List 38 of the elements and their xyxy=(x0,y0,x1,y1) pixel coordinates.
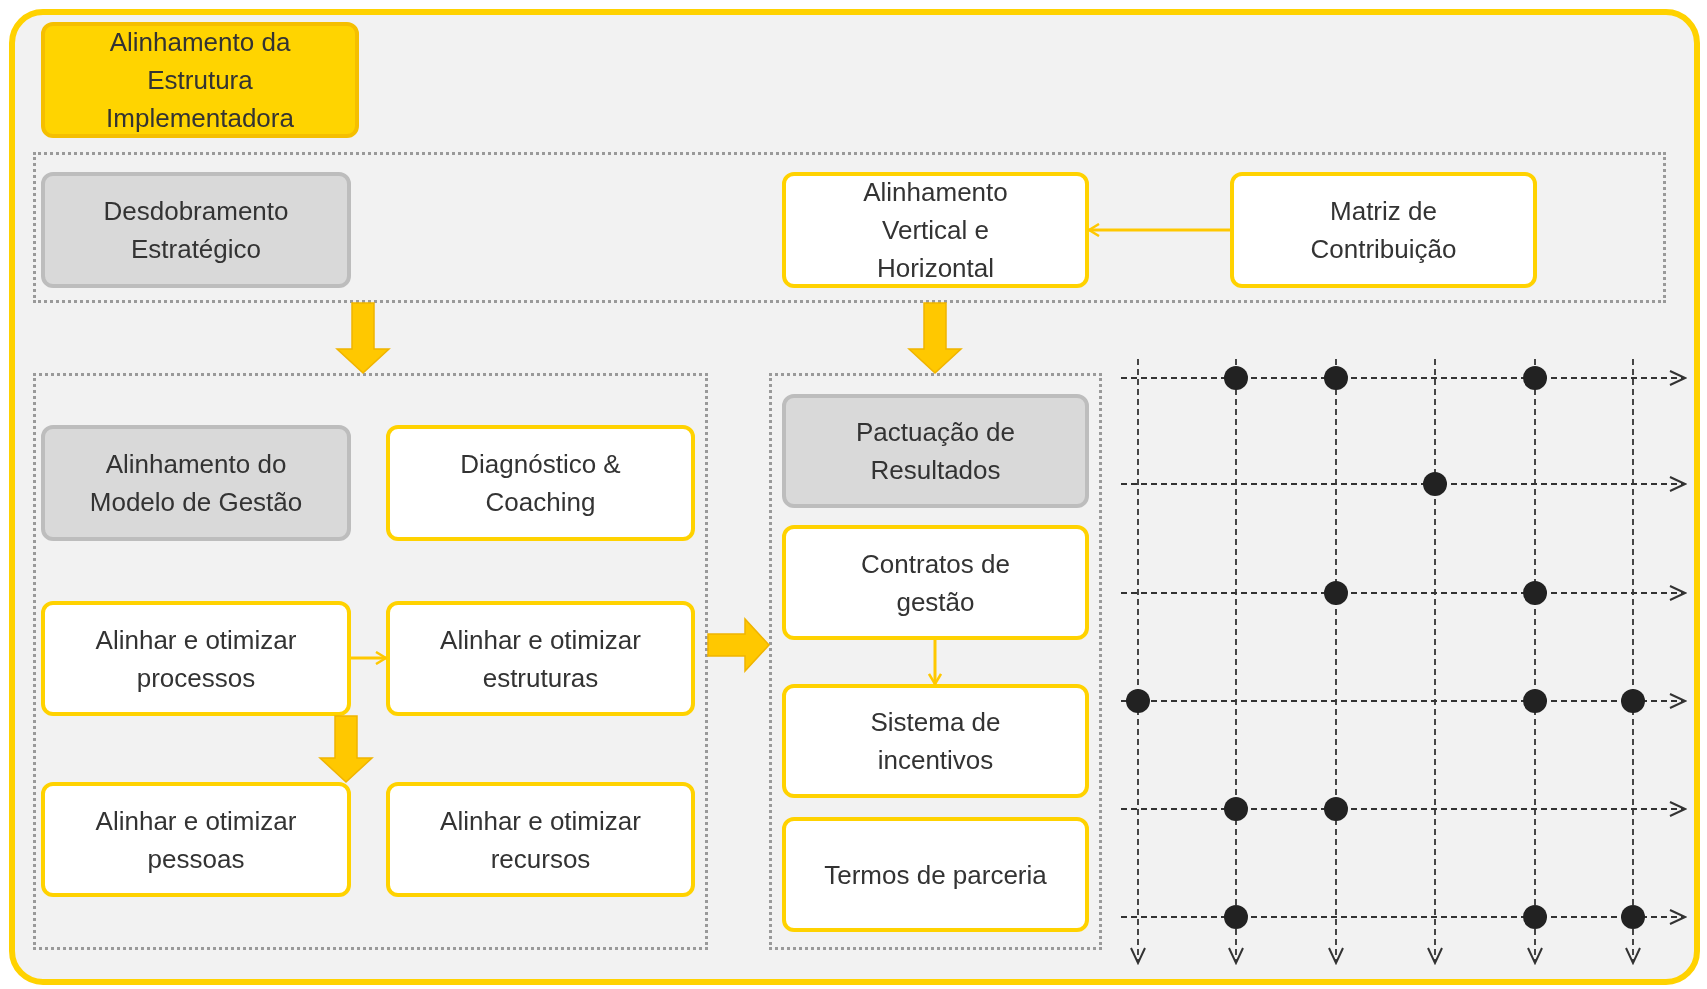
block-arrow xyxy=(318,715,374,784)
node-text: Termos de parceria xyxy=(824,858,1047,892)
process-box xyxy=(41,172,351,288)
node-text: Alinhamento do Modelo de Gestão xyxy=(88,448,304,519)
node-text: Alinhar e otimizar pessoas xyxy=(94,804,298,876)
node-text: Alinhar e otimizar estruturas xyxy=(439,623,642,695)
block-arrow xyxy=(707,617,771,673)
node-text: Pactuação de Resultados xyxy=(855,416,1016,487)
node-text: Alinhamento Vertical e Horizontal xyxy=(862,176,1009,285)
node-text: Alinhar e otimizar processos xyxy=(94,623,298,695)
dotted-group-frame xyxy=(33,152,1666,303)
process-box xyxy=(386,782,695,897)
block-arrow xyxy=(335,302,391,375)
dotted-group-frame xyxy=(33,373,708,950)
process-box xyxy=(41,601,351,716)
title-box xyxy=(41,22,359,138)
process-box xyxy=(386,601,695,716)
dotted-group-frame xyxy=(769,373,1102,950)
node-text: Desdobramento Estratégico xyxy=(102,195,290,266)
process-box xyxy=(41,782,351,897)
node-text: Diagnóstico & Coaching xyxy=(459,448,622,519)
process-box xyxy=(782,172,1089,288)
process-box xyxy=(782,394,1089,508)
process-box xyxy=(1230,172,1537,288)
arrow xyxy=(351,650,388,666)
node-text: Sistema de incentivos xyxy=(869,706,1002,777)
process-box xyxy=(386,425,695,541)
node-text: Matriz de Contribuição xyxy=(1309,195,1458,266)
block-arrow xyxy=(907,302,963,375)
process-box xyxy=(782,817,1089,932)
node-text: Contratos de gestão xyxy=(860,547,1011,619)
node-text: Alinhar e otimizar recursos xyxy=(439,804,642,876)
arrow xyxy=(927,640,943,686)
process-box xyxy=(41,425,351,541)
arrow xyxy=(1087,222,1230,238)
process-box xyxy=(782,525,1089,640)
node-text: Alinhamento da Estrutura Implementadora xyxy=(105,26,295,135)
process-box xyxy=(782,684,1089,798)
